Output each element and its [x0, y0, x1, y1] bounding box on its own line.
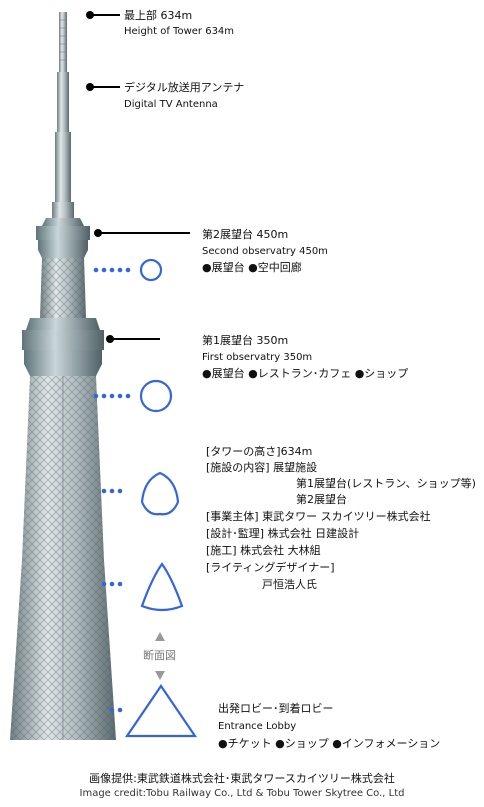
section-label: 断面図 [143, 649, 176, 662]
arrow-down-icon [155, 671, 165, 680]
second-observatory-facilities: ●展望台 ●空中回廊 [202, 261, 302, 274]
section-rounded-triangle [140, 471, 180, 516]
section-triangle-base [124, 684, 198, 738]
info-construction: [施工] 株式会社 大林組 [206, 544, 321, 557]
first-observatory-en: First observatry 350m [202, 352, 313, 363]
arrow-up-icon [155, 632, 165, 641]
lobby-en: Entrance Lobby [218, 721, 297, 732]
info-design: [設計･監理] 株式会社 日建設計 [206, 527, 360, 540]
leader-dot-antenna [86, 83, 94, 91]
lobby-jp: 出発ロビー･到着ロビー [218, 702, 334, 715]
info-operator: [事業主体] 東武タワー スカイツリー株式会社 [206, 510, 431, 523]
info-lighting-label: [ライティングデザイナー] [206, 561, 335, 574]
section-circle-first [139, 379, 173, 413]
info-facility-label: [施設の内容] 展望施設 [206, 461, 318, 474]
top-height-jp: 最上部 634m [124, 9, 193, 22]
leader-dot-first [106, 335, 114, 343]
credit-jp: 画像提供:東武鉄道株式会社･東武タワースカイツリー株式会社 [89, 772, 395, 785]
tower-body [10, 376, 116, 740]
leader-dot-top [86, 11, 94, 19]
second-observatory-jp: 第2展望台 450m [202, 228, 289, 241]
leader-dot-second [94, 229, 102, 237]
antenna-en: Digital TV Antenna [124, 99, 218, 110]
first-observatory-jp: 第1展望台 350m [202, 334, 289, 347]
antenna-jp: デジタル放送用アンテナ [124, 81, 245, 94]
first-observatory-facilities: ●展望台 ●レストラン･カフェ ●ショップ [202, 367, 409, 380]
info-facility-1: 第1展望台(レストラン、ショップ等) [296, 477, 476, 490]
leader-lines [90, 14, 190, 340]
lobby-facilities: ●チケット ●ショップ ●インフォメーション [218, 737, 441, 750]
top-height-en: Height of Tower 634m [124, 26, 235, 37]
info-facility-2: 第2展望台 [296, 493, 347, 506]
antenna-mast [52, 12, 74, 220]
second-observatory-en: Second observatry 450m [202, 246, 328, 257]
section-circle-second [139, 258, 163, 282]
second-observatory-deck [36, 218, 90, 258]
section-curved-triangle [140, 562, 184, 612]
credit-en: Image credit:Tobu Railway Co., Ltd & Tob… [79, 788, 405, 799]
section-dots [93, 267, 131, 713]
first-observatory-deck [22, 318, 104, 376]
info-height: [タワーの高さ]634m [206, 445, 313, 458]
info-lighting-name: 戸恒浩人氏 [262, 578, 317, 591]
